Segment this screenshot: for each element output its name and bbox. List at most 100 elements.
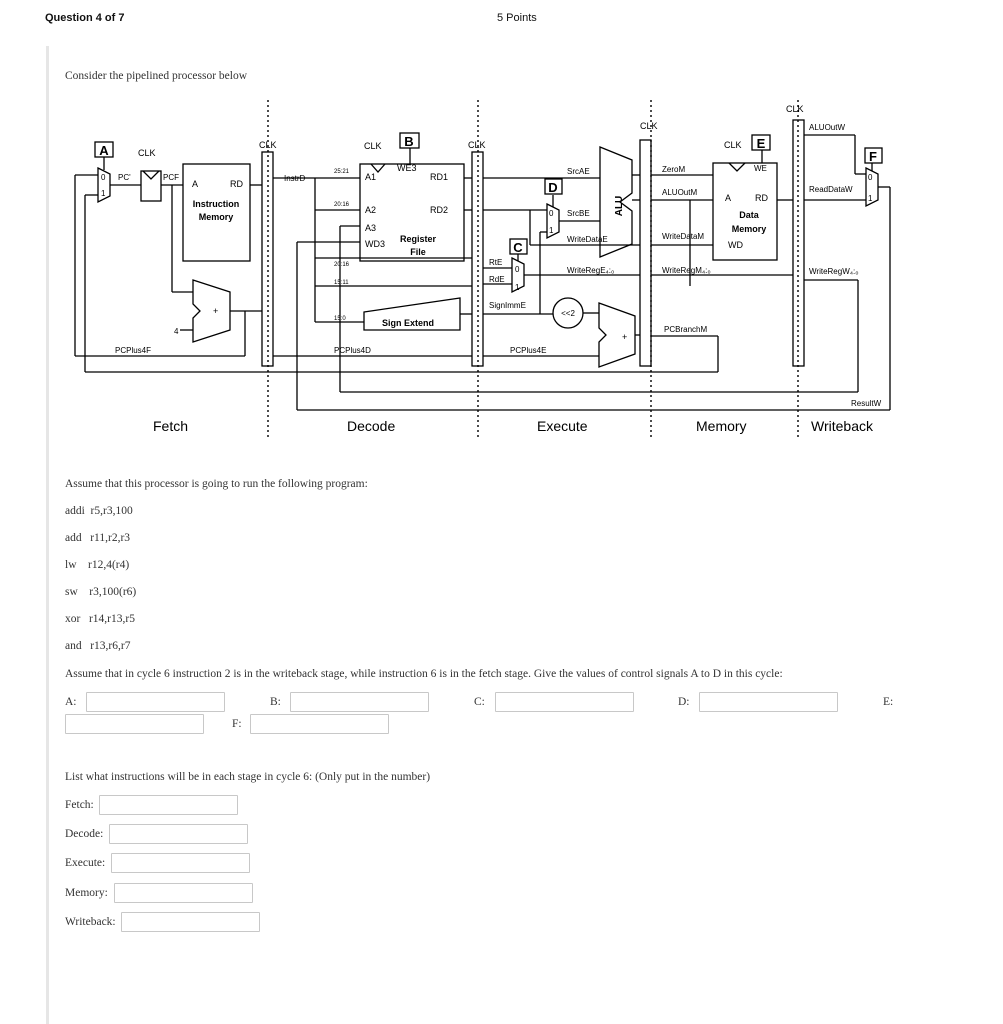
svg-text:Memory: Memory xyxy=(199,212,234,222)
svg-text:ALUOutM: ALUOutM xyxy=(662,188,697,197)
svg-text:RD2: RD2 xyxy=(430,205,448,215)
program-line: sw r3,100(r6) xyxy=(65,586,137,598)
svg-text:15:11: 15:11 xyxy=(334,280,349,286)
svg-text:+: + xyxy=(213,306,218,316)
svg-text:RD: RD xyxy=(230,179,243,189)
signal-c-label: C: xyxy=(474,696,485,708)
svg-text:ResultW: ResultW xyxy=(851,399,882,408)
signal-f-input[interactable] xyxy=(250,714,389,734)
svg-text:Data: Data xyxy=(739,210,760,220)
svg-text:15:0: 15:0 xyxy=(334,316,346,322)
svg-text:Instruction: Instruction xyxy=(193,199,240,209)
assumption-text: Assume that this processor is going to r… xyxy=(65,478,368,490)
control-letter-e: E xyxy=(757,136,766,151)
svg-text:0: 0 xyxy=(515,265,520,274)
signal-c-input[interactable] xyxy=(495,692,634,712)
svg-text:InstrD: InstrD xyxy=(284,174,306,183)
svg-text:A3: A3 xyxy=(365,223,376,233)
clk-label: CLK xyxy=(724,140,742,150)
regdst-mux xyxy=(511,256,525,294)
svg-text:4: 4 xyxy=(174,327,179,336)
svg-text:A: A xyxy=(192,179,198,189)
program-line: add r11,r2,r3 xyxy=(65,532,131,544)
pipeline-diagram: A B C D E F CLK CLK CLK CLK CLK CLK CLK … xyxy=(74,100,891,440)
signal-e-label: E: xyxy=(883,696,894,708)
clk-label: CLK xyxy=(259,140,277,150)
writeback-stage-input[interactable] xyxy=(121,912,260,932)
decode-stage-label: Decode: xyxy=(65,828,104,840)
svg-text:PCF: PCF xyxy=(163,173,179,182)
alu-shape xyxy=(599,146,633,258)
stage-label-writeback: Writeback xyxy=(811,418,874,434)
stage-label-memory: Memory xyxy=(696,418,747,434)
alu-src-mux xyxy=(546,202,560,240)
pipeline-register-de xyxy=(471,151,484,367)
sign-extend-block xyxy=(363,297,461,331)
svg-text:RD1: RD1 xyxy=(430,172,448,182)
branch-adder xyxy=(598,302,636,368)
svg-text:WriteDataM: WriteDataM xyxy=(662,232,704,241)
signal-f-label: F: xyxy=(232,718,242,730)
intro-text: Consider the pipelined processor below xyxy=(65,70,248,82)
svg-text:ALUOutW: ALUOutW xyxy=(809,123,845,132)
signal-a-input[interactable] xyxy=(86,692,225,712)
svg-text:<<2: <<2 xyxy=(561,309,575,318)
svg-text:PCPlus4F: PCPlus4F xyxy=(115,346,151,355)
svg-text:WriteRegW₄:₀: WriteRegW₄:₀ xyxy=(809,267,859,276)
pcplus4-adder xyxy=(192,279,231,343)
svg-text:PC': PC' xyxy=(118,173,131,182)
svg-text:1: 1 xyxy=(515,283,520,292)
control-letter-d: D xyxy=(548,180,557,195)
control-letter-c: C xyxy=(513,240,523,255)
clk-label: CLK xyxy=(138,148,156,158)
svg-text:WD: WD xyxy=(728,240,743,250)
signal-b-input[interactable] xyxy=(290,692,429,712)
stage-label-decode: Decode xyxy=(347,418,395,434)
clk-label: CLK xyxy=(468,140,486,150)
question-left-border xyxy=(46,46,49,1024)
signal-d-label: D: xyxy=(678,696,690,708)
svg-text:PCPlus4E: PCPlus4E xyxy=(510,346,546,355)
svg-text:RD: RD xyxy=(755,193,768,203)
program-line: xor r14,r13,r5 xyxy=(65,613,135,625)
signal-d-input[interactable] xyxy=(699,692,838,712)
pc-register xyxy=(140,170,162,202)
svg-text:A: A xyxy=(725,193,731,203)
svg-text:Register: Register xyxy=(400,234,437,244)
svg-text:1: 1 xyxy=(868,194,873,203)
svg-text:RdE: RdE xyxy=(489,275,505,284)
svg-text:20:16: 20:16 xyxy=(334,262,350,268)
svg-text:PCBranchM: PCBranchM xyxy=(664,325,707,334)
clk-label: CLK xyxy=(640,121,658,131)
question-title: Question 4 of 7 xyxy=(45,12,125,24)
register-file xyxy=(359,163,465,262)
svg-text:ReadDataW: ReadDataW xyxy=(809,185,853,194)
svg-text:WriteDataE: WriteDataE xyxy=(567,235,608,244)
decode-stage-input[interactable] xyxy=(109,824,248,844)
svg-text:A1: A1 xyxy=(365,172,376,182)
pc-mux xyxy=(97,166,111,204)
control-letter-f: F xyxy=(869,149,877,164)
mux-input-label: 0 xyxy=(101,173,106,182)
svg-text:A2: A2 xyxy=(365,205,376,215)
fetch-stage-input[interactable] xyxy=(99,795,238,815)
execute-stage-input[interactable] xyxy=(111,853,250,873)
svg-text:0: 0 xyxy=(549,209,554,218)
svg-text:ALU: ALU xyxy=(614,196,625,217)
program-line: and r13,r6,r7 xyxy=(65,640,131,652)
stage-label-execute: Execute xyxy=(537,418,588,434)
mux-input-label: 1 xyxy=(101,189,106,198)
signal-a-label: A: xyxy=(65,696,77,708)
svg-text:1: 1 xyxy=(549,226,554,235)
stage-label-fetch: Fetch xyxy=(153,418,188,434)
signal-e-input[interactable] xyxy=(65,714,204,734)
memory-stage-input[interactable] xyxy=(114,883,253,903)
data-memory xyxy=(712,162,778,261)
control-letter-a: A xyxy=(99,143,109,158)
svg-text:SrcBE: SrcBE xyxy=(567,209,590,218)
svg-text:ZeroM: ZeroM xyxy=(662,165,685,174)
cycle-question-text: Assume that in cycle 6 instruction 2 is … xyxy=(65,668,783,680)
svg-text:Memory: Memory xyxy=(732,224,767,234)
clk-label: CLK xyxy=(786,104,804,114)
control-letter-b: B xyxy=(404,134,413,149)
